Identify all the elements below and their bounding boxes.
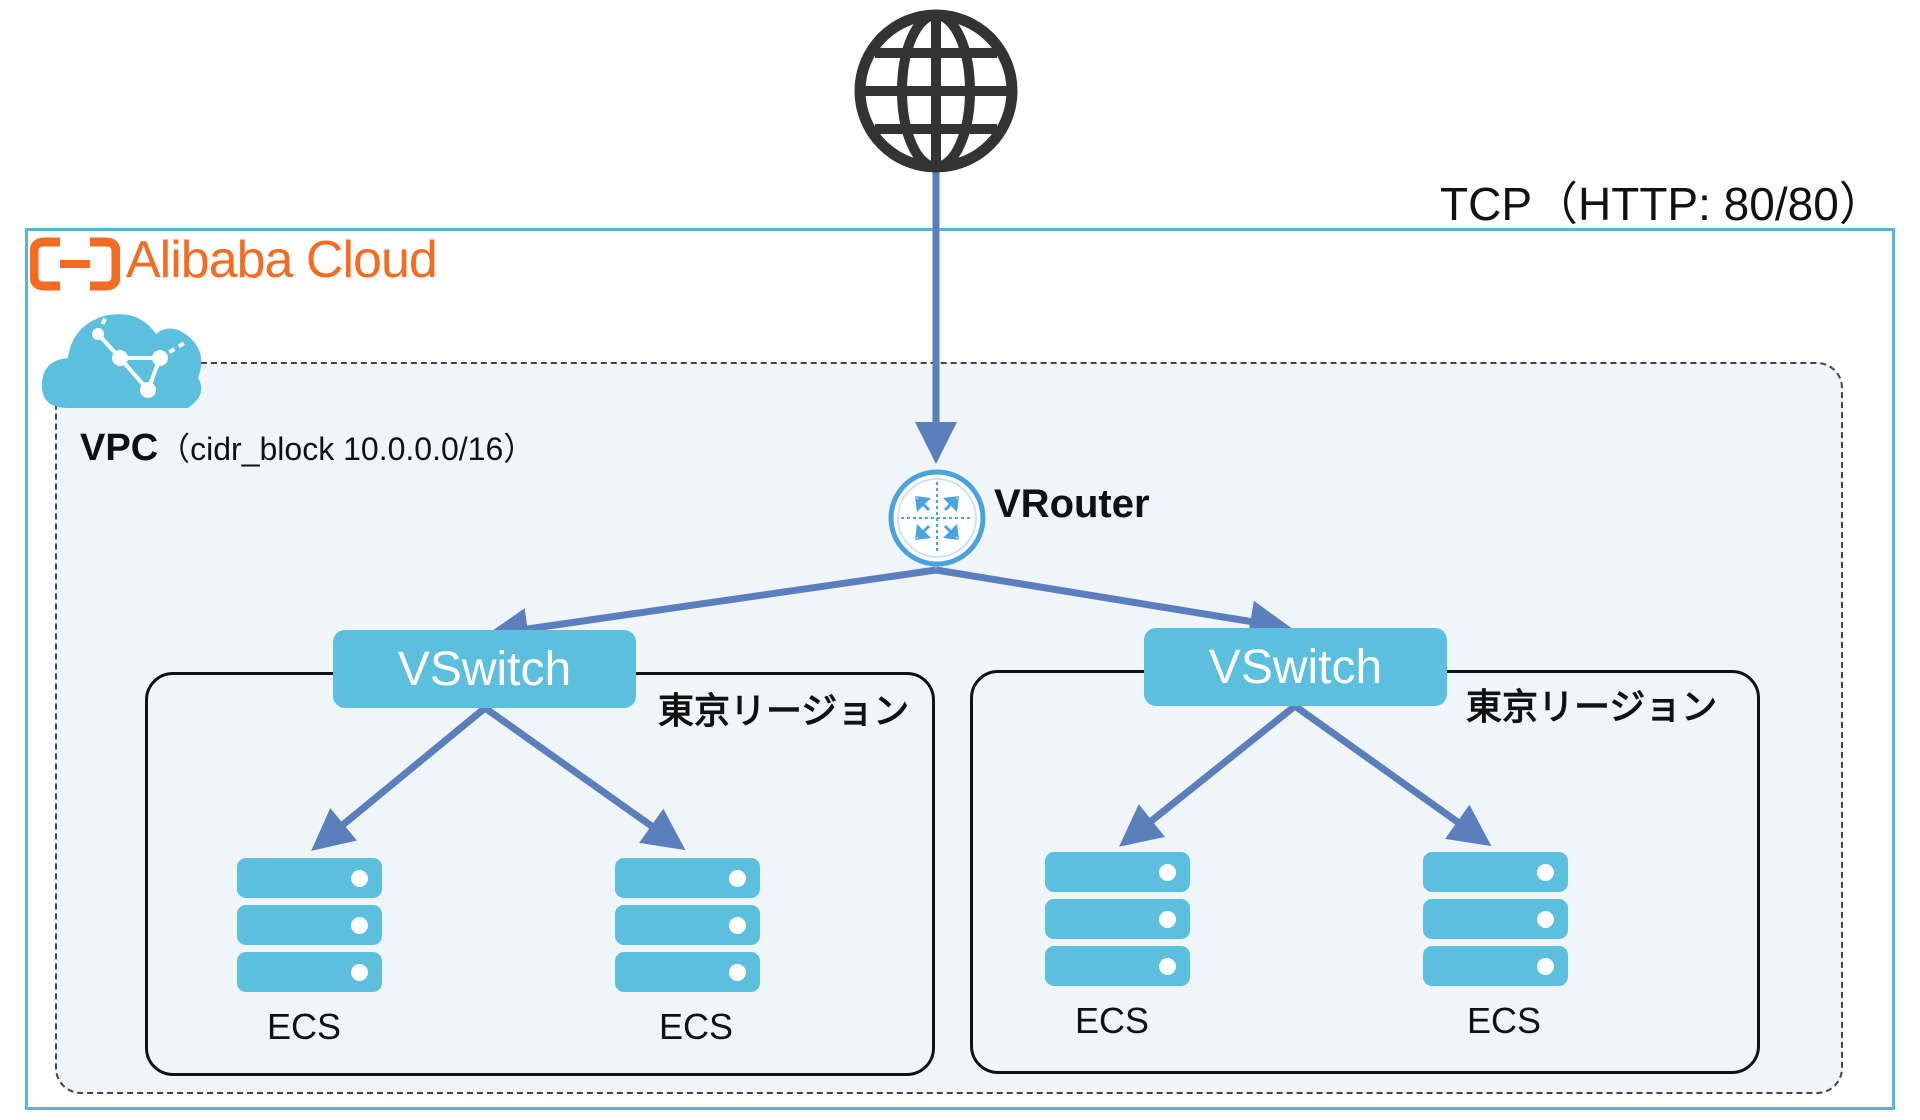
alibaba-logo-text: Alibaba Cloud — [126, 231, 438, 289]
vpc-label: VPC（cidr_block 10.0.0.0/16） — [80, 424, 535, 470]
ecs-label-3: ECS — [1074, 1000, 1150, 1041]
vswitch-right-to-ecs-3-arrow — [1119, 703, 1298, 847]
ecs-label-2: ECS — [658, 1006, 734, 1047]
vswitch-left: VSwitch — [333, 630, 636, 708]
alibaba-cloud-logo: Alibaba Cloud — [30, 231, 450, 294]
ecs-server-1-icon — [237, 858, 382, 992]
vswitch-left-to-ecs-1-arrow — [311, 705, 488, 851]
router-to-vswitch-right-arrow — [935, 566, 1292, 643]
vpc-cloud-icon — [41, 311, 202, 408]
ecs-server-4-icon — [1423, 852, 1568, 986]
region-label-left: 東京リージョン — [658, 691, 910, 732]
cloud-boundary — [25, 228, 1895, 1110]
vswitch-left-to-ecs-2-arrow — [482, 705, 686, 851]
ecs-label-4: ECS — [1466, 1000, 1542, 1041]
region-label-right: 東京リージョン — [1466, 687, 1718, 728]
router-label: VRouter — [994, 482, 1150, 526]
alibaba-logo-mark-icon — [30, 237, 120, 291]
router-to-vswitch-left-arrow — [486, 566, 937, 650]
protocol-label: TCP（HTTP: 80/80） — [1440, 178, 1885, 230]
ecs-label-1: ECS — [266, 1006, 342, 1047]
vswitch-right-to-ecs-4-arrow — [1292, 703, 1492, 847]
globe-icon — [854, 9, 1018, 173]
vpc-detail: （cidr_block 10.0.0.0/16） — [158, 431, 536, 467]
router-icon — [888, 469, 986, 567]
ecs-server-3-icon — [1045, 852, 1190, 986]
vpc-name: VPC — [80, 427, 159, 469]
ecs-server-2-icon — [615, 858, 760, 992]
vswitch-right: VSwitch — [1144, 628, 1447, 706]
